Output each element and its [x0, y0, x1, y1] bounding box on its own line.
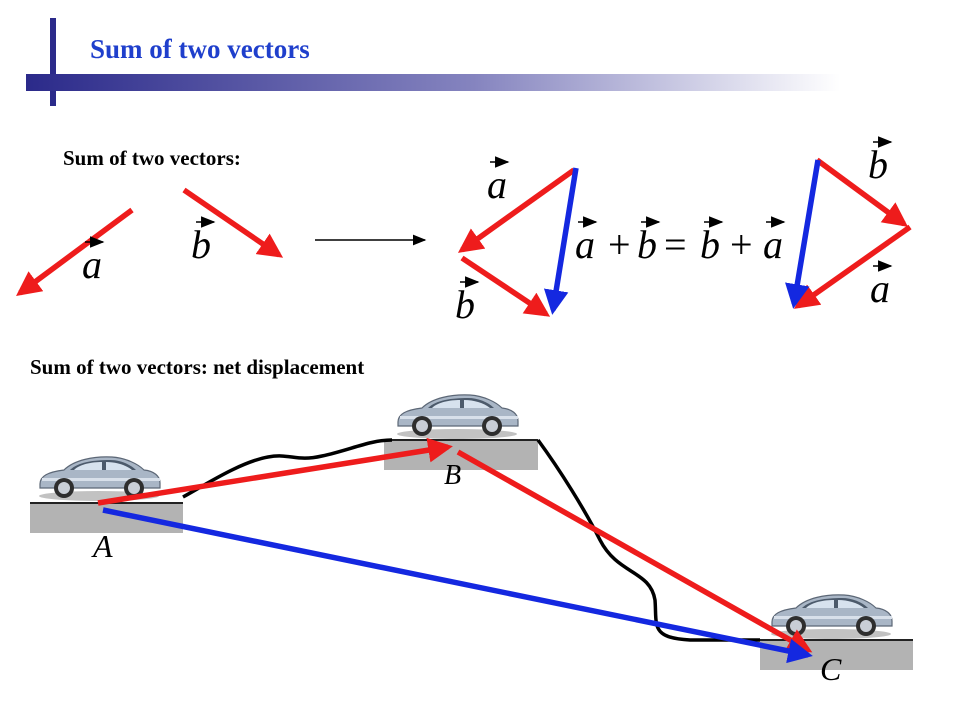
label-b-triangle-1: b	[455, 276, 480, 327]
section-heading-displacement: Sum of two vectors: net displacement	[30, 355, 365, 379]
svg-text:a: a	[763, 222, 783, 267]
svg-text:b: b	[700, 222, 720, 267]
point-label-b: B	[444, 460, 461, 491]
svg-text:b: b	[637, 222, 657, 267]
label-b-separate: b	[191, 216, 216, 267]
displacement-ab	[97, 437, 453, 506]
svg-text:a: a	[82, 242, 102, 287]
svg-text:+: +	[608, 222, 631, 267]
svg-text:+: +	[730, 222, 753, 267]
displacement-bc	[456, 449, 813, 653]
page-title: Sum of two vectors	[90, 34, 310, 64]
svg-text:a: a	[487, 162, 507, 207]
sum-equation: a + b = b + a	[575, 216, 786, 267]
displacement-ac	[102, 507, 813, 664]
label-a-triangle-2: a	[870, 260, 893, 311]
label-a-separate: a	[82, 236, 105, 287]
vector-a-triangle-2	[793, 224, 912, 309]
vector-b-triangle-2	[815, 157, 908, 227]
car-icon-b	[396, 394, 519, 440]
vector-b-triangle-1	[460, 255, 551, 317]
label-a-triangle-1: a	[487, 156, 510, 207]
section-heading-sum: Sum of two vectors:	[63, 146, 241, 170]
car-icon-c	[770, 594, 893, 640]
svg-text:a: a	[870, 266, 890, 311]
svg-text:a: a	[575, 222, 595, 267]
label-b-triangle-2: b	[868, 136, 893, 187]
header-accent-bar	[26, 74, 840, 91]
svg-text:b: b	[191, 222, 211, 267]
vector-a-separate	[16, 207, 134, 296]
travel-path	[182, 438, 760, 642]
point-label-a: A	[91, 528, 113, 564]
svg-text:b: b	[868, 142, 888, 187]
svg-text:b: b	[455, 282, 475, 327]
svg-text:=: =	[664, 222, 687, 267]
point-label-c: C	[820, 651, 842, 687]
vector-b-separate	[182, 187, 284, 258]
vector-sum-triangle-1	[543, 167, 579, 315]
vector-a-triangle-1	[457, 167, 576, 253]
header-accent-vertical	[50, 18, 56, 106]
vector-sum-triangle-2	[785, 159, 821, 309]
